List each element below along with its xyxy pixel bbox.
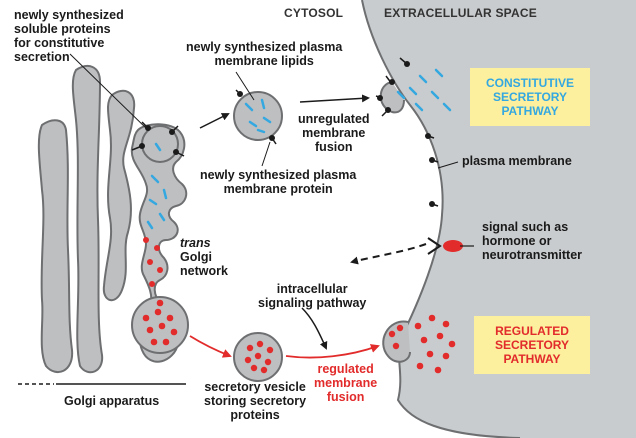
label-trans-golgi-network: trans Golgi network bbox=[180, 236, 228, 278]
extracellular-header: EXTRACELLULAR SPACE bbox=[384, 6, 537, 20]
leader-plasma-membrane bbox=[437, 161, 459, 169]
released-constitutive-cargo bbox=[396, 68, 452, 112]
label-unregulated-fusion: unregulated membrane fusion bbox=[298, 112, 370, 154]
label-signaling-pathway: intracellular signaling pathway bbox=[258, 282, 367, 310]
label-secretory-vesicle: secretory vesicle storing secretory prot… bbox=[204, 380, 307, 422]
golgi-stack bbox=[37, 65, 189, 374]
arrow-signaling-dashed bbox=[350, 243, 427, 265]
constitutive-fusion-site bbox=[375, 57, 410, 117]
arrow-golgi-to-storage bbox=[189, 335, 232, 358]
storage-vesicle bbox=[233, 332, 283, 382]
regulated-pathway-title: REGULATED SECRETORY PATHWAY bbox=[494, 324, 569, 366]
arrow-vesicle-to-membrane bbox=[299, 94, 370, 103]
golgi-membrane-proteins bbox=[131, 121, 185, 157]
golgi-cisterna-2 bbox=[71, 65, 104, 374]
label-plasma-membrane: plasma membrane bbox=[462, 154, 572, 168]
cytosol-header: CYTOSOL bbox=[284, 6, 344, 20]
label-membrane-protein: newly synthesized plasma membrane protei… bbox=[200, 168, 357, 196]
golgi-cisterna-1 bbox=[37, 119, 74, 374]
plasma-membrane-proteins bbox=[425, 133, 439, 207]
released-regulated-cargo bbox=[414, 314, 456, 374]
constitutive-vesicle bbox=[233, 89, 283, 145]
label-regulated-fusion: regulated membrane fusion bbox=[314, 362, 378, 404]
leader-membrane-protein bbox=[261, 141, 271, 167]
label-membrane-lipids: newly synthesized plasma membrane lipids bbox=[186, 40, 343, 68]
constitutive-pathway-title: CONSTITUTIVE SECRETORY PATHWAY bbox=[485, 76, 574, 118]
label-signal: signal such as hormone or neurotransmitt… bbox=[482, 220, 583, 262]
leader-membrane-lipids bbox=[235, 71, 255, 101]
golgi-constitutive-cargo bbox=[146, 142, 168, 230]
regulated-fusion-site bbox=[382, 320, 411, 363]
arrow-storage-to-fusion bbox=[285, 344, 380, 359]
golgi-cisterna-3 bbox=[102, 89, 136, 301]
constitutive-pathway-box: CONSTITUTIVE SECRETORY PATHWAY bbox=[470, 68, 590, 126]
label-soluble-proteins: newly synthesized soluble proteins for c… bbox=[14, 8, 124, 64]
arrow-golgi-to-vesicle bbox=[199, 113, 230, 129]
arrow-signal-to-fusion bbox=[301, 307, 328, 350]
regulated-pathway-box: REGULATED SECRETORY PATHWAY bbox=[474, 316, 590, 374]
golgi-regulated-cargo bbox=[142, 237, 178, 346]
leader-soluble-proteins bbox=[69, 53, 149, 131]
label-golgi-apparatus: Golgi apparatus bbox=[64, 394, 160, 408]
receptor-signal bbox=[427, 237, 474, 255]
